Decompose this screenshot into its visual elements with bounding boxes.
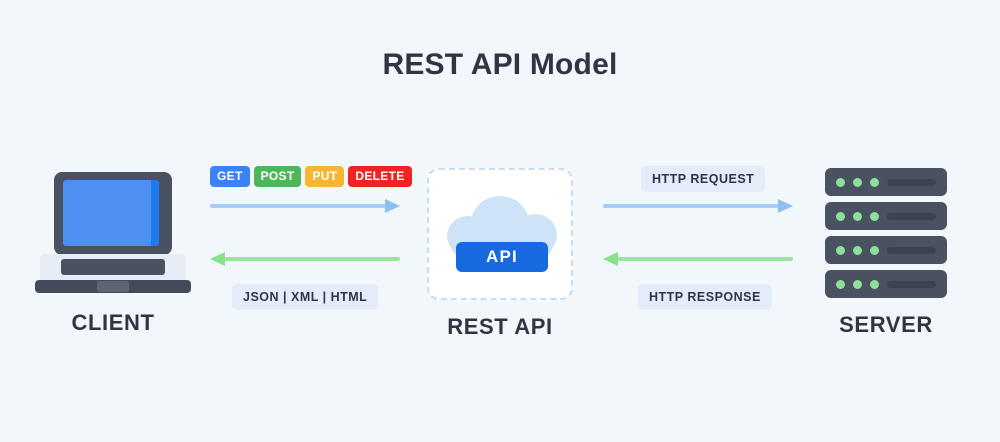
server-led <box>836 280 845 289</box>
arrow-client-request <box>210 199 400 213</box>
http-method-badges: GET POST PUT DELETE <box>210 166 412 187</box>
client-label: CLIENT <box>71 310 155 335</box>
server-rack-unit <box>825 202 947 230</box>
method-badge-post: POST <box>253 166 302 187</box>
server-rack-icon <box>825 168 947 298</box>
server-led <box>853 178 862 187</box>
http-request-pill: HTTP REQUEST <box>641 166 766 192</box>
arrow-line <box>224 257 400 261</box>
node-client: CLIENT <box>33 168 193 336</box>
arrow-line <box>617 257 793 261</box>
server-rack-unit <box>825 236 947 264</box>
server-led <box>870 212 879 221</box>
server-led <box>836 212 845 221</box>
response-formats-pill: JSON | XML | HTML <box>232 284 379 310</box>
method-badge-get: GET <box>210 166 250 187</box>
laptop-screen <box>63 180 159 246</box>
server-slot <box>887 213 936 220</box>
api-card: API <box>427 168 573 300</box>
method-badge-put: PUT <box>305 166 345 187</box>
server-rack-unit <box>825 270 947 298</box>
server-led <box>870 246 879 255</box>
server-label: SERVER <box>839 312 933 337</box>
laptop-keyboard <box>61 259 165 275</box>
api-badge: API <box>456 242 548 272</box>
node-rest-api: API REST API <box>408 168 592 340</box>
server-slot <box>887 281 936 288</box>
rest-api-label: REST API <box>447 314 553 339</box>
server-led <box>870 178 879 187</box>
server-rack-unit <box>825 168 947 196</box>
arrow-server-request <box>603 199 793 213</box>
arrow-client-response <box>210 252 400 266</box>
server-led <box>853 280 862 289</box>
laptop-screen-edge <box>151 180 159 246</box>
arrow-head <box>778 199 793 213</box>
server-slot <box>887 247 936 254</box>
arrow-head <box>385 199 400 213</box>
arrow-head <box>210 252 225 266</box>
arrow-head <box>603 252 618 266</box>
server-led <box>836 178 845 187</box>
node-server: SERVER <box>806 168 966 338</box>
http-response-pill: HTTP RESPONSE <box>638 284 772 310</box>
arrow-server-response <box>603 252 793 266</box>
server-slot <box>887 179 936 186</box>
server-led <box>836 246 845 255</box>
method-badge-delete: DELETE <box>348 166 412 187</box>
laptop-icon <box>33 168 193 296</box>
arrow-line <box>603 204 779 208</box>
page-title: REST API Model <box>382 48 618 81</box>
arrow-line <box>210 204 386 208</box>
server-led <box>853 246 862 255</box>
laptop-trackpad <box>97 281 129 292</box>
server-led <box>870 280 879 289</box>
server-led <box>853 212 862 221</box>
